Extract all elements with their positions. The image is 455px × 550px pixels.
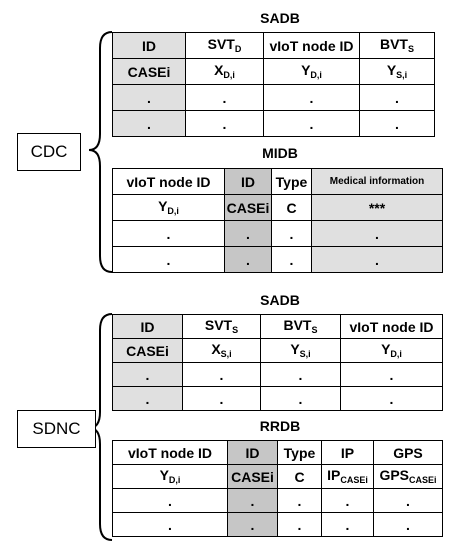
- header-cell: vIoT node ID: [340, 314, 443, 339]
- header-cell: BVTS: [260, 314, 341, 339]
- header-cell: Medical information: [311, 168, 443, 195]
- cell: .: [112, 386, 183, 411]
- cell: .: [185, 84, 264, 111]
- cell: YD,i: [112, 194, 225, 221]
- table-row: . . . . .: [112, 488, 443, 513]
- cell: CASEi: [227, 464, 278, 489]
- cell: .: [112, 512, 228, 537]
- cell: .: [182, 386, 261, 411]
- cdc-label-text: CDC: [30, 142, 68, 161]
- cell: .: [271, 220, 312, 247]
- cdc-sadb-table: ID SVTD vIoT node ID BVTS CASEi XD,i YD,…: [112, 32, 435, 137]
- header-cell: vIoT node ID: [112, 168, 225, 195]
- cell: .: [182, 362, 261, 387]
- table-header-row: vIoT node ID ID Type Medical information: [112, 168, 443, 195]
- header-cell: vIoT node ID: [112, 440, 228, 465]
- cell: .: [112, 488, 228, 513]
- cell: .: [260, 362, 341, 387]
- cell: .: [224, 220, 272, 247]
- header-cell: SVTS: [182, 314, 261, 339]
- sdnc-label-text: SDNC: [32, 419, 81, 438]
- cell: .: [321, 488, 374, 513]
- table-row: . . . .: [112, 220, 443, 247]
- cdc-brace: [88, 31, 113, 273]
- sdnc-sadb-table: ID SVTS BVTS vIoT node ID CASEi XS,i YS,…: [112, 314, 443, 411]
- header-cell: ID: [112, 314, 183, 339]
- table-row: . . . . .: [112, 512, 443, 537]
- cdc-label: CDC: [17, 133, 81, 171]
- header-cell: vIoT node ID: [263, 32, 360, 59]
- table-row: CASEi XS,i YS,i YD,i: [112, 338, 443, 363]
- table-header-row: ID SVTS BVTS vIoT node ID: [112, 314, 443, 339]
- cell: .: [227, 512, 278, 537]
- sdnc-rrdb-title: RRDB: [259, 418, 301, 434]
- cell: IPCASEi: [321, 464, 374, 489]
- table-row: YD,i CASEi C IPCASEi GPSCASEi: [112, 464, 443, 489]
- table-row: . . . .: [112, 386, 443, 411]
- cell: .: [271, 246, 312, 273]
- sdnc-rrdb-table: vIoT node ID ID Type IP GPS YD,i CASEi C…: [112, 440, 443, 537]
- table-header-row: ID SVTD vIoT node ID BVTS: [112, 32, 435, 59]
- cell: .: [112, 246, 225, 273]
- cell: .: [359, 110, 435, 137]
- cell: .: [260, 386, 341, 411]
- cell: .: [263, 84, 360, 111]
- table-row: YD,i CASEi C ***: [112, 194, 443, 221]
- cell: .: [112, 110, 186, 137]
- cell: CASEi: [224, 194, 272, 221]
- cell: C: [271, 194, 312, 221]
- cell: .: [311, 220, 443, 247]
- cell: .: [340, 362, 443, 387]
- sdnc-label: SDNC: [17, 410, 96, 448]
- header-cell: ID: [112, 32, 186, 59]
- header-cell: Type: [271, 168, 312, 195]
- cell: .: [373, 488, 443, 513]
- cell: .: [112, 362, 183, 387]
- header-cell: ID: [224, 168, 272, 195]
- cell: XD,i: [185, 58, 264, 85]
- cell: YS,i: [359, 58, 435, 85]
- cell: GPSCASEi: [373, 464, 443, 489]
- cell: .: [112, 220, 225, 247]
- cdc-midb-title: MIDB: [262, 145, 298, 161]
- header-cell: Type: [277, 440, 322, 465]
- cell: ***: [311, 194, 443, 221]
- header-cell: ID: [227, 440, 278, 465]
- cell: CASEi: [112, 58, 186, 85]
- cdc-sadb-title: SADB: [260, 10, 300, 26]
- cell: .: [227, 488, 278, 513]
- cell: .: [277, 488, 322, 513]
- cell: .: [112, 84, 186, 111]
- header-cell: BVTS: [359, 32, 435, 59]
- cell: .: [340, 386, 443, 411]
- cell: C: [277, 464, 322, 489]
- table-row: . . . .: [112, 84, 435, 111]
- cell: YD,i: [263, 58, 360, 85]
- cell: XS,i: [182, 338, 261, 363]
- header-cell: IP: [321, 440, 374, 465]
- table-row: . . . .: [112, 362, 443, 387]
- cdc-midb-table: vIoT node ID ID Type Medical information…: [112, 168, 443, 273]
- header-cell: SVTD: [185, 32, 264, 59]
- cell: .: [321, 512, 374, 537]
- cell: .: [311, 246, 443, 273]
- cell: YD,i: [340, 338, 443, 363]
- table-row: . . . .: [112, 110, 435, 137]
- cell: .: [185, 110, 264, 137]
- cell: YS,i: [260, 338, 341, 363]
- cell: .: [359, 84, 435, 111]
- cell: .: [277, 512, 322, 537]
- sdnc-sadb-title: SADB: [260, 292, 300, 308]
- header-cell: GPS: [373, 440, 443, 465]
- cell: .: [224, 246, 272, 273]
- table-header-row: vIoT node ID ID Type IP GPS: [112, 440, 443, 465]
- cell: .: [373, 512, 443, 537]
- cell: CASEi: [112, 338, 183, 363]
- table-row: . . . .: [112, 246, 443, 273]
- cell: .: [263, 110, 360, 137]
- table-row: CASEi XD,i YD,i YS,i: [112, 58, 435, 85]
- cell: YD,i: [112, 464, 228, 489]
